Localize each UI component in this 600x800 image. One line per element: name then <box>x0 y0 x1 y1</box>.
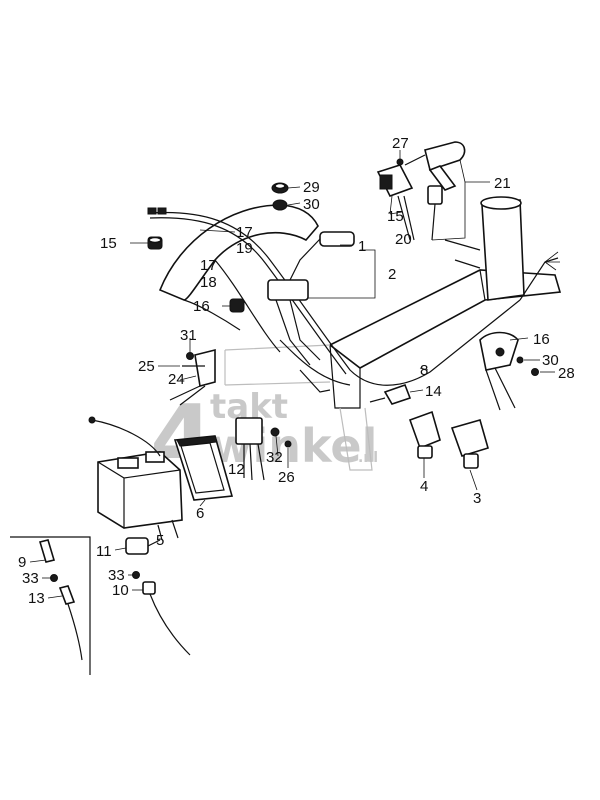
label-18: 18 <box>200 274 217 291</box>
bracket-left <box>169 348 216 406</box>
label-5: 5 <box>156 532 164 549</box>
label-9: 9 <box>18 554 26 571</box>
label-10: 10 <box>112 582 129 599</box>
label-20: 20 <box>395 231 412 248</box>
label-28: 28 <box>558 365 575 382</box>
front-fender <box>147 204 560 386</box>
label-17-b: 17 <box>200 257 217 274</box>
label-31: 31 <box>180 327 197 344</box>
label-6: 6 <box>196 505 204 522</box>
harness-connector <box>267 231 355 393</box>
label-25: 25 <box>138 358 155 375</box>
label-2: 2 <box>388 266 396 283</box>
label-21: 21 <box>494 175 511 192</box>
label-19: 19 <box>236 240 253 257</box>
fuse-holder <box>125 537 161 555</box>
label-3: 3 <box>473 490 481 507</box>
leader-lines <box>29 150 555 599</box>
label-16-left: 16 <box>193 298 210 315</box>
label-15-right: 15 <box>387 208 404 225</box>
plug-cap-4 <box>408 410 441 459</box>
label-29: 29 <box>303 179 320 196</box>
label-17-a: 17 <box>236 224 253 241</box>
grommet-16 <box>229 298 245 313</box>
label-26: 26 <box>278 469 295 486</box>
label-27: 27 <box>392 135 409 152</box>
plug-connector-14 <box>369 383 412 405</box>
label-4: 4 <box>420 478 428 495</box>
label-32: 32 <box>266 449 283 466</box>
ignition-switch-assembly <box>376 141 466 241</box>
label-8: 8 <box>420 362 428 379</box>
label-1: 1 <box>358 238 366 255</box>
battery-holder <box>173 435 234 501</box>
watermark-suffix: .nl <box>358 450 378 466</box>
label-11: 11 <box>96 543 112 560</box>
fuse-wire <box>132 571 191 656</box>
label-15-left: 15 <box>100 235 117 252</box>
label-33-left: 33 <box>22 570 39 587</box>
frame-tube <box>224 196 562 471</box>
label-13: 13 <box>28 590 45 607</box>
label-30-right: 30 <box>542 352 559 369</box>
plug-cap-3 <box>450 419 489 469</box>
label-30-top: 30 <box>303 196 320 213</box>
label-16-right: 16 <box>533 331 550 348</box>
label-12: 12 <box>228 461 245 478</box>
grommets-top <box>271 182 289 211</box>
label-24: 24 <box>168 371 185 388</box>
bracket-right <box>479 331 539 411</box>
battery <box>88 416 183 541</box>
inset-panel <box>10 536 91 675</box>
label-33-right: 33 <box>108 567 125 584</box>
part-labels: 27 21 29 30 15 20 15 17 19 1 17 18 2 16 … <box>18 135 575 607</box>
grommet-left <box>147 236 163 250</box>
label-14: 14 <box>425 383 442 400</box>
regulator <box>235 417 292 481</box>
